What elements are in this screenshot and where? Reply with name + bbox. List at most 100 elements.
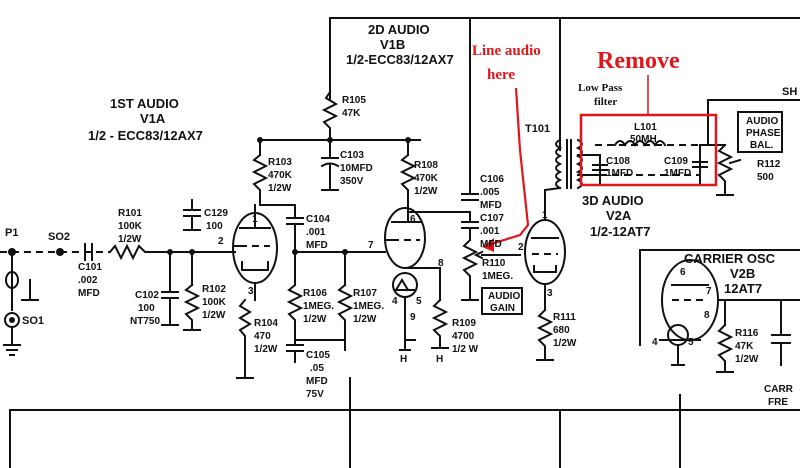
remove-label: Remove: [597, 48, 680, 74]
c107-value: .001: [480, 226, 500, 237]
r101-label: R101: [118, 208, 142, 219]
v2a-tube: [524, 189, 566, 311]
line-audio-label-2: here: [487, 67, 515, 83]
r104-resistor: [236, 298, 254, 379]
line-audio-label: Line audio: [472, 43, 541, 59]
pin-label: H: [436, 354, 443, 365]
pin-label: 1: [252, 214, 258, 225]
r106-value: 1MEG.: [303, 301, 334, 312]
r104-label: R104: [254, 318, 278, 329]
r103-watt: 1/2W: [268, 183, 292, 194]
audio-phase-label: AUDIO: [746, 116, 778, 127]
pin-label: H: [400, 354, 407, 365]
r103-label: R103: [268, 157, 292, 168]
pin-label: 3: [547, 288, 553, 299]
pin-label: 3: [248, 286, 254, 297]
c106-label: C106: [480, 174, 504, 185]
third-audio-tube: V2A: [606, 208, 632, 223]
c104-label: C104: [306, 214, 330, 225]
c102-value: 100: [138, 303, 155, 314]
c104-value: .001: [306, 227, 326, 238]
r112-value: 500: [757, 172, 774, 183]
r106-resistor: [286, 251, 304, 363]
r102-value: 100K: [202, 297, 227, 308]
pin-label: 6: [410, 214, 416, 225]
carrier-osc-tube: V2B: [730, 266, 755, 281]
pin-label: 8: [438, 258, 444, 269]
r104-value: 470: [254, 331, 271, 342]
first-audio-type: 1/2 - ECC83/12AX7: [88, 128, 203, 143]
c129-value: 100: [206, 221, 223, 232]
r109-value: 4700: [452, 331, 475, 342]
r107-watt: 1/2W: [353, 314, 377, 325]
c101-label: C101: [78, 262, 102, 273]
c108-label: C108: [606, 156, 630, 167]
c102-type: NT750: [130, 316, 160, 327]
c103-value: 10MFD: [340, 163, 373, 174]
c107-label: C107: [480, 213, 504, 224]
third-audio-title: 3D AUDIO: [582, 193, 644, 208]
r111-label: R111: [553, 312, 576, 323]
r111-value: 680: [553, 325, 570, 336]
pin-label: 4: [652, 337, 658, 348]
r116-resistor: [716, 299, 791, 373]
r110-gain-pot: [461, 238, 523, 315]
third-audio-type: 1/2-12AT7: [590, 224, 650, 239]
c108-value: 1MFD: [606, 168, 633, 179]
v1b-tube: [384, 207, 441, 301]
second-audio-tube: V1B: [380, 37, 405, 52]
pin-label: 2: [218, 236, 224, 247]
r108-label: R108: [414, 160, 438, 171]
fre-label: FRE: [768, 397, 788, 408]
first-audio-tube: V1A: [140, 111, 166, 126]
r106-watt: 1/2W: [303, 314, 327, 325]
c106-c107-capacitors: [407, 189, 479, 241]
grounds: [399, 339, 685, 366]
input-line: [0, 243, 236, 261]
r108-resistor: [399, 137, 417, 213]
c107-unit: MFD: [480, 239, 502, 250]
sh-label: SH: [782, 86, 797, 98]
c102-label: C102: [135, 290, 159, 301]
pin-label: 5: [416, 296, 422, 307]
c103-voltage: 350V: [340, 176, 364, 187]
r107-value: 1MEG.: [353, 301, 384, 312]
pin-label: 6: [680, 267, 686, 278]
c109-label: C109: [664, 156, 688, 167]
t101-label: T101: [525, 123, 550, 135]
pin-label: 1: [542, 210, 548, 221]
c105-unit: MFD: [306, 376, 328, 387]
t101-transformer: [543, 138, 601, 192]
r103-resistor: [251, 137, 269, 206]
c105-label: C105: [306, 350, 330, 361]
r105-label: R105: [342, 95, 366, 106]
v2b-tube: [639, 249, 800, 366]
r116-watt: 1/2W: [735, 354, 759, 365]
so2-label: SO2: [48, 231, 70, 243]
r112-label: R112: [757, 159, 781, 170]
c105-voltage: 75V: [306, 389, 324, 400]
annotation-arrow: [482, 87, 530, 252]
r108-value: 470K: [414, 173, 439, 184]
c106-value: .005: [480, 187, 500, 198]
c101-value: .002: [78, 275, 98, 286]
r107-label: R107: [353, 288, 377, 299]
r101-value: 100K: [118, 221, 143, 232]
pin-label: 7: [368, 240, 374, 251]
r104-watt: 1/2W: [254, 344, 278, 355]
pin-label: 7: [706, 286, 712, 297]
pin-label: 2: [518, 242, 524, 253]
r102-watt: 1/2W: [202, 310, 226, 321]
audio-gain-label: AUDIO: [488, 291, 520, 302]
r110-value: 1MEG.: [482, 271, 513, 282]
r105-value: 47K: [342, 108, 361, 119]
audio-phase-label-3: BAL.: [750, 140, 774, 151]
bottom-frame: [9, 377, 800, 468]
r103-value: 470K: [268, 170, 293, 181]
c129-capacitor: [183, 199, 201, 231]
second-audio-type: 1/2-ECC83/12AX7: [346, 52, 454, 67]
r108-watt: 1/2W: [414, 186, 438, 197]
r101-watt: 1/2W: [118, 234, 142, 245]
input-jacks: [3, 251, 39, 356]
